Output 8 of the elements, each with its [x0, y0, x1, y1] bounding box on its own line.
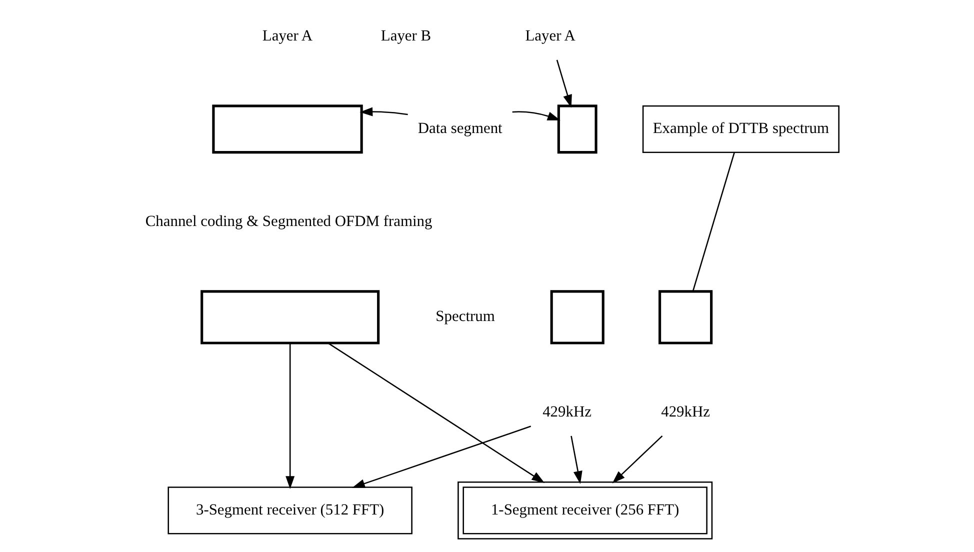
- node-text: Layer A: [524, 27, 575, 44]
- node-text: 429kHz: [542, 404, 591, 421]
- label: Spectrum: [435, 308, 494, 326]
- node-text: Data segment: [417, 120, 502, 138]
- label: Layer B: [380, 27, 431, 44]
- label: Channel coding & Segmented OFDM framing: [144, 212, 432, 230]
- node-text: 429kHz: [660, 404, 710, 421]
- label: Layer A: [262, 27, 312, 44]
